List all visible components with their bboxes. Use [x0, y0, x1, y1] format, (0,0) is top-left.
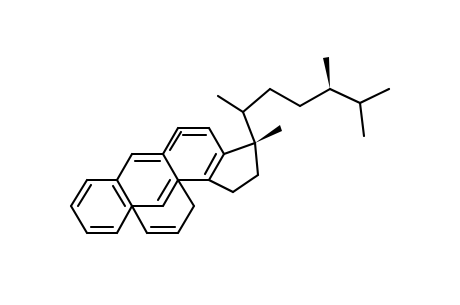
cyclopentane-ring-d	[207, 141, 260, 194]
bond	[176, 178, 196, 208]
bond	[69, 178, 89, 208]
bond	[231, 173, 260, 194]
bond	[207, 126, 226, 156]
bond	[207, 178, 235, 194]
aromatic-ring-a	[69, 178, 134, 235]
bond	[161, 126, 180, 156]
wedge-bond	[323, 57, 330, 89]
bond	[176, 204, 196, 235]
double-bond-inner	[168, 130, 183, 152]
bond	[241, 87, 272, 114]
double-bond-inner	[76, 183, 93, 208]
bond	[328, 87, 362, 105]
bond	[115, 152, 134, 182]
bond	[222, 141, 257, 156]
bond	[358, 87, 391, 105]
bond	[253, 141, 260, 177]
bond	[298, 87, 332, 108]
bond	[241, 110, 257, 145]
bond	[161, 178, 180, 208]
bond	[161, 152, 180, 182]
wedge-bond	[255, 125, 282, 143]
bond	[207, 152, 226, 182]
stereo-methyl-c17	[255, 125, 282, 143]
stereo-methyl-c24	[323, 57, 330, 89]
double-bond-inner	[203, 152, 218, 176]
bond	[69, 204, 89, 235]
aromatic-ring-b	[115, 152, 196, 235]
bond	[358, 101, 366, 138]
bond	[115, 204, 134, 235]
aromatic-ring-c	[161, 126, 226, 182]
side-chain	[216, 87, 391, 145]
bond	[115, 178, 134, 208]
bond	[216, 94, 245, 114]
double-bond-inner	[156, 178, 172, 202]
bond	[130, 204, 149, 235]
double-bond-inner	[111, 184, 127, 208]
bond	[268, 87, 302, 108]
